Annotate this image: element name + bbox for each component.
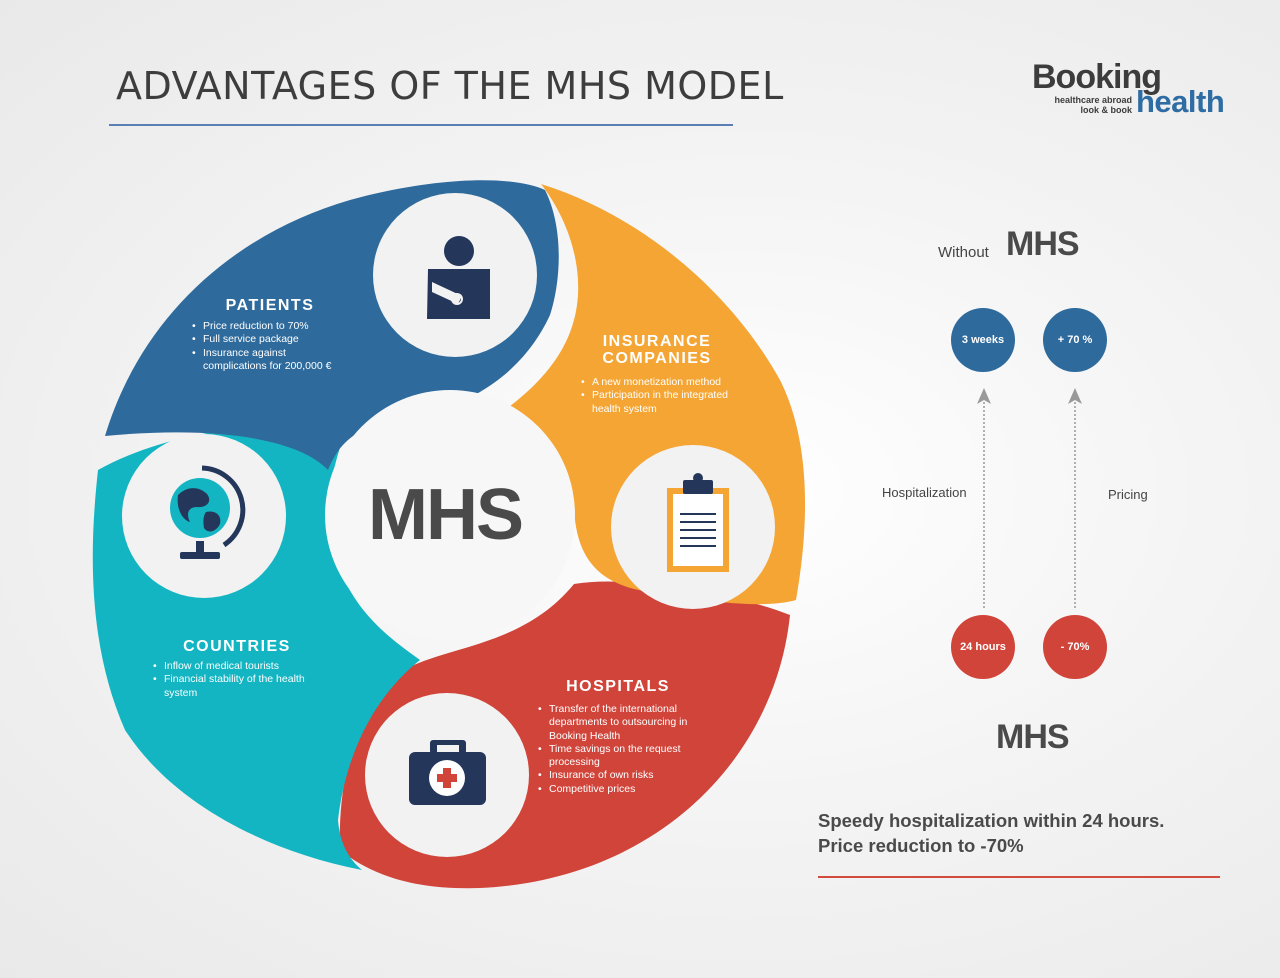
medical-kit-icon [409, 740, 486, 805]
hospitals-item: Time savings on the request processing [538, 743, 698, 770]
patients-title: PATIENTS [225, 297, 315, 314]
without-pricing-value: + 70 % [1057, 334, 1093, 346]
insurance-title: INSURANCE COMPANIES [592, 333, 722, 367]
hospitals-item: Transfer of the international department… [538, 703, 698, 743]
summary-underline [818, 876, 1220, 878]
with-hospitalization-circle: 24 hours [951, 615, 1015, 679]
logo-tagline-2: look & book [1080, 105, 1133, 115]
patients-item: Price reduction to 70% [192, 320, 352, 334]
hospitals-list: Transfer of the international department… [538, 703, 698, 796]
patient-with-sling-icon [427, 236, 490, 319]
center-mhs-label: MHS [368, 475, 524, 555]
insurance-list: A new monetization method Participation … [581, 376, 751, 416]
countries-item: Inflow of medical tourists [153, 660, 325, 674]
pricing-label: Pricing [1108, 487, 1148, 502]
hospitalization-label: Hospitalization [882, 485, 967, 500]
page-title: ADVANTAGES OF THE MHS MODEL [116, 64, 784, 108]
globe-icon [170, 465, 246, 559]
patients-item: Full service package [192, 333, 352, 347]
insurance-title-line1: INSURANCE [602, 333, 712, 350]
without-mhs-label: MHS [1006, 225, 1080, 263]
with-hospitalization-value: 24 hours [960, 641, 1006, 653]
with-pricing-value: - 70% [1060, 641, 1090, 653]
center-disc [325, 390, 575, 640]
clipboard-icon [667, 473, 729, 572]
insurance-title-line2: COMPANIES [602, 350, 712, 367]
summary-line-2: Price reduction to -70% [818, 835, 1024, 856]
booking-health-logo: Booking healthcare abroad look & book he… [1030, 58, 1230, 120]
summary-text: Speedy hospitalization within 24 hours. … [818, 808, 1164, 858]
countries-list: Inflow of medical tourists Financial sta… [153, 660, 325, 700]
hospitals-item: Competitive prices [538, 783, 698, 797]
patients-list: Price reduction to 70% Full service pack… [192, 320, 352, 373]
without-pricing-circle: + 70 % [1043, 308, 1107, 372]
without-hospitalization-value: 3 weeks [961, 334, 1005, 346]
logo-health-text: health [1136, 84, 1225, 119]
insurance-item: Participation in the integrated health s… [581, 389, 751, 416]
countries-title: COUNTRIES [183, 638, 291, 655]
with-pricing-circle: - 70% [1043, 615, 1107, 679]
title-underline [109, 124, 733, 126]
with-mhs-label: MHS [996, 718, 1070, 756]
insurance-item: A new monetization method [581, 376, 751, 390]
countries-item: Financial stability of the health system [153, 673, 325, 700]
hospitals-item: Insurance of own risks [538, 769, 698, 783]
pricing-arrow [1068, 388, 1082, 608]
hospitalization-arrow [977, 388, 991, 608]
logo-tagline-1: healthcare abroad [1054, 95, 1132, 105]
hospitals-title: HOSPITALS [566, 678, 670, 695]
without-label: Without [938, 244, 989, 261]
without-hospitalization-circle: 3 weeks [951, 308, 1015, 372]
patients-item: Insurance against complications for 200,… [192, 347, 352, 374]
logo-booking-text: Booking [1032, 58, 1162, 96]
summary-line-1: Speedy hospitalization within 24 hours. [818, 810, 1165, 831]
